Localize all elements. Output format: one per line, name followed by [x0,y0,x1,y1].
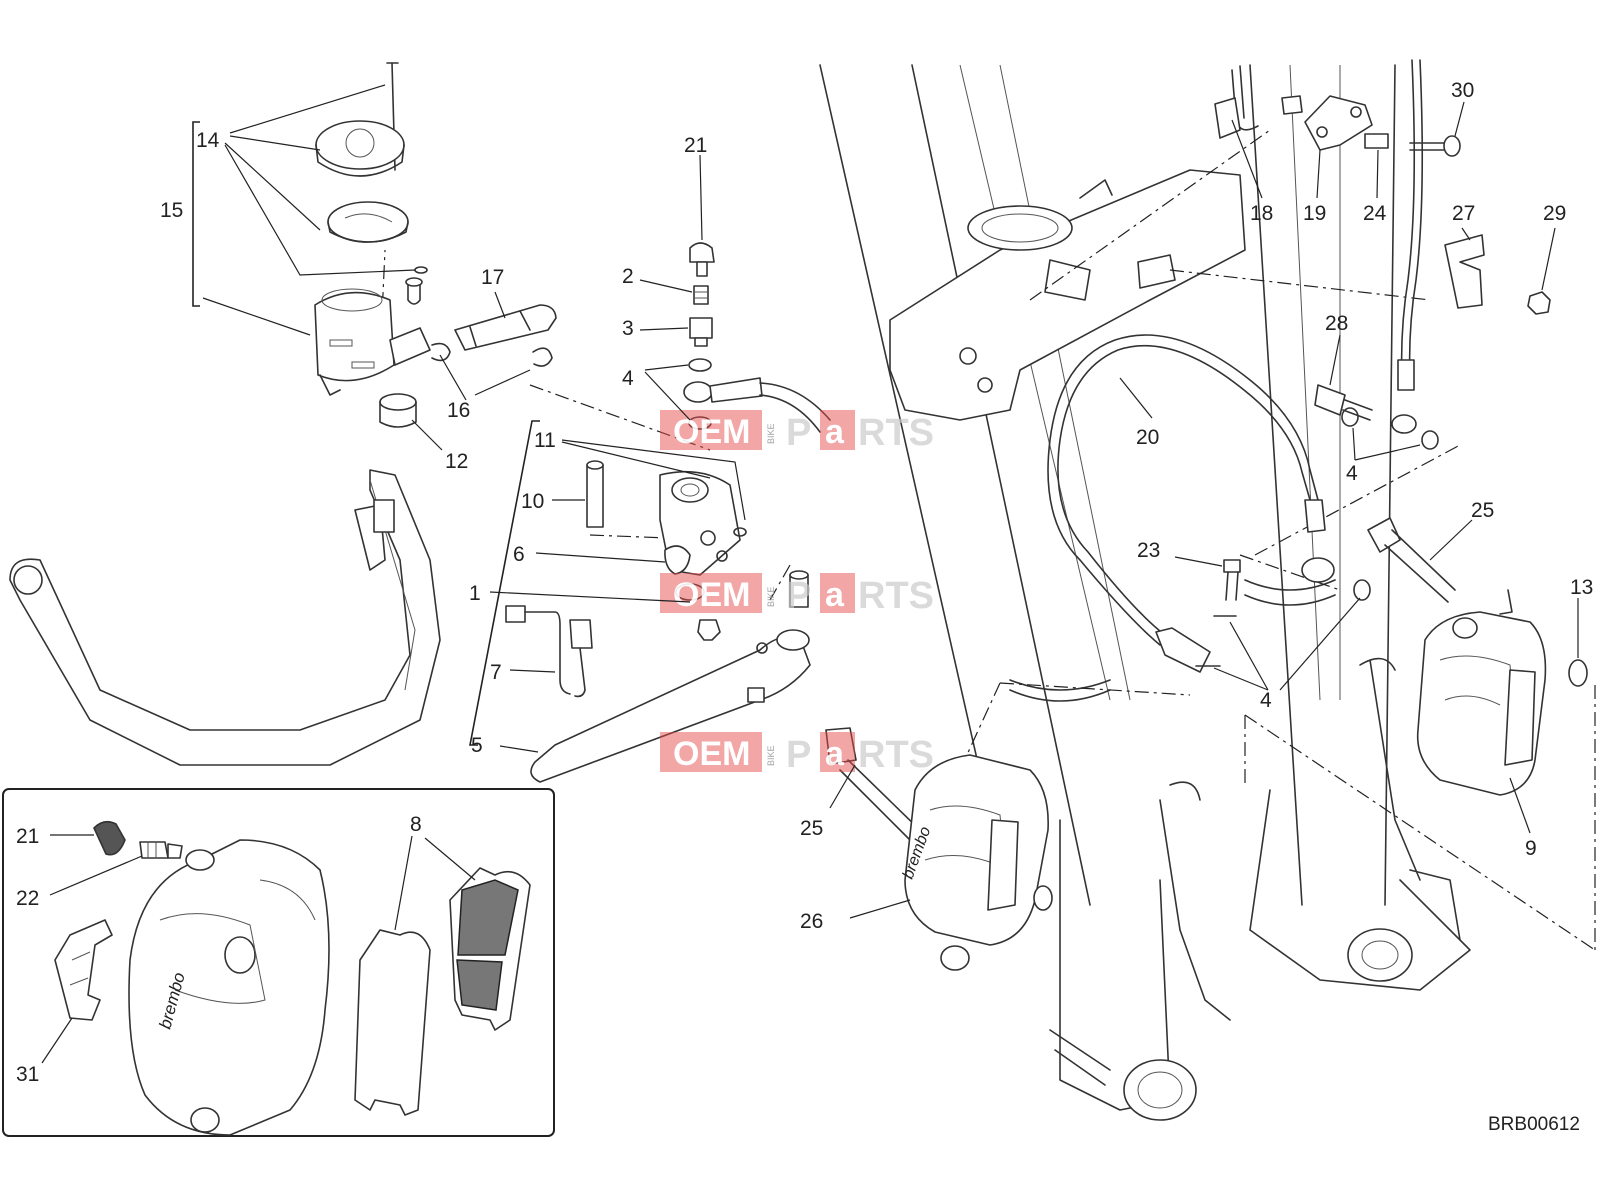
svg-text:P: P [786,412,811,454]
callout-15: 15 [160,199,183,222]
callout-4-right: 4 [1346,462,1358,485]
svg-text:RTS: RTS [858,575,934,617]
svg-text:a: a [825,576,845,614]
master-cylinder-group [469,242,831,783]
pad-kit-inset: brembo [2,788,555,1137]
svg-text:OEM: OEM [673,735,750,773]
callout-25-lower: 25 [800,817,823,840]
callout-8: 8 [410,813,422,836]
svg-text:RTS: RTS [858,734,934,776]
callout-25-upper: 25 [1471,499,1494,522]
callout-18: 18 [1250,202,1273,225]
svg-text:OEM: OEM [673,413,750,451]
svg-text:P: P [786,575,811,617]
diagram-code: BRB00612 [1488,1114,1580,1135]
callout-4-left: 4 [622,367,634,390]
callout-22: 22 [16,887,39,910]
svg-text:RTS: RTS [858,412,934,454]
callout-19: 19 [1303,202,1326,225]
callout-24: 24 [1363,202,1387,225]
callout-1: 1 [469,582,481,605]
callout-20: 20 [1136,426,1159,449]
callout-27: 27 [1452,202,1475,225]
callout-29: 29 [1543,202,1566,225]
callout-2: 2 [622,265,634,288]
callout-10: 10 [521,490,544,513]
callout-6: 6 [513,543,525,566]
callout-11: 11 [534,429,556,452]
callout-16: 16 [447,399,470,422]
callout-21-top: 21 [684,134,707,157]
svg-text:P: P [786,734,811,776]
reservoir-group [314,62,557,428]
watermark-2: OEM BIKE P a RTS [660,573,934,617]
svg-text:a: a [825,413,845,451]
callout-4-lower: 4 [1260,689,1272,712]
callout-14: 14 [196,129,220,152]
callout-31: 31 [16,1063,39,1086]
callout-30: 30 [1451,79,1474,102]
watermark-3: OEM BIKE P a RTS [660,732,934,776]
fork-assembly [819,64,1471,1121]
callout-13: 13 [1570,576,1593,599]
watermark-1: OEM BIKE P a RTS [660,410,934,454]
watermarks: OEM BIKE P a RTS OEM BIKE P a RTS OEM BI… [660,410,934,776]
callout-26: 26 [800,910,823,933]
inset-border [2,788,555,1137]
front-brake-group: brembo [825,59,1588,971]
svg-text:BIKE: BIKE [766,745,776,766]
assembly-lines [379,129,1596,951]
callout-labels: 14 15 17 16 12 21 2 3 4 11 10 6 1 7 5 20… [16,79,1593,1086]
callout-23: 23 [1137,539,1160,562]
svg-text:BIKE: BIKE [766,586,776,607]
callout-12: 12 [445,450,468,473]
handguard [9,469,441,766]
callout-28: 28 [1325,312,1348,335]
callout-17: 17 [481,266,504,289]
callout-9: 9 [1525,837,1537,860]
callout-5: 5 [471,734,483,757]
svg-text:BIKE: BIKE [766,423,776,444]
leader-lines [41,84,1579,1064]
callout-21-inset: 21 [16,825,39,848]
svg-text:OEM: OEM [673,576,750,614]
svg-text:a: a [825,735,845,773]
callout-7: 7 [490,661,502,684]
callout-3: 3 [622,317,634,340]
